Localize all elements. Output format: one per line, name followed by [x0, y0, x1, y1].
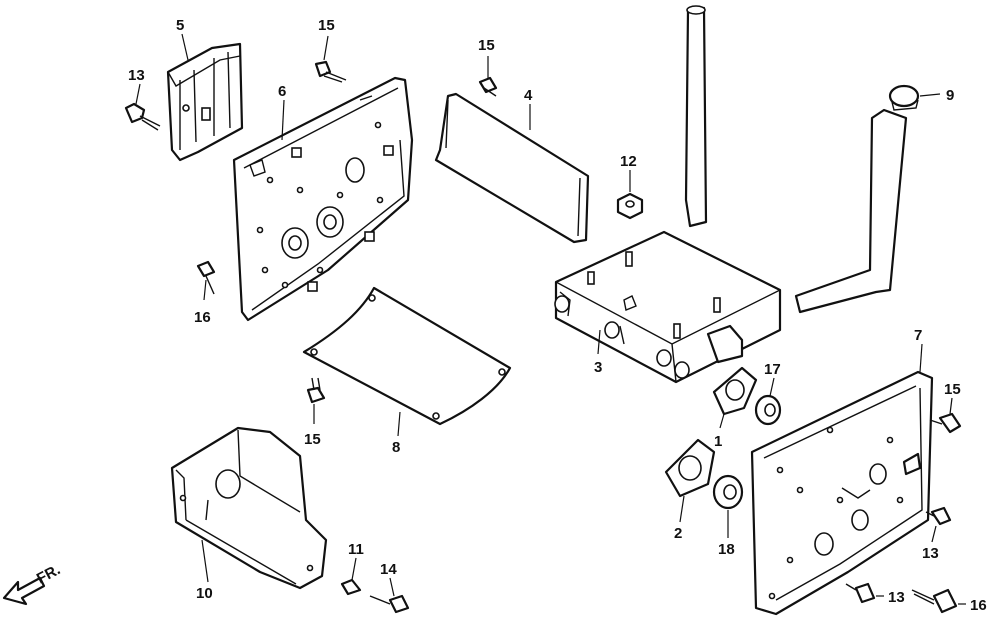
callout-13-c: 13	[888, 589, 905, 606]
part-3-handle-frame	[554, 5, 908, 384]
part-9-cap	[888, 84, 920, 111]
callout-4: 4	[524, 87, 533, 104]
bolt-15-c	[306, 377, 326, 404]
bolt-11	[340, 578, 362, 596]
plate-6-holes	[256, 121, 394, 292]
callout-9: 9	[946, 87, 954, 104]
part-7-right-plate	[750, 370, 934, 616]
part-17-bearing	[754, 394, 782, 426]
callout-2: 2	[674, 525, 682, 542]
part-1-flange	[712, 366, 758, 416]
bolt-16-a	[196, 260, 216, 295]
leader-lines	[135, 33, 966, 605]
bolt-15-b	[478, 76, 498, 97]
bolt-15-d	[929, 412, 962, 434]
callout-16-a: 16	[194, 309, 211, 326]
bolt-13-c	[845, 582, 876, 604]
callout-1: 1	[714, 433, 722, 450]
part-8-gasket	[302, 286, 512, 426]
callout-14: 14	[380, 561, 397, 578]
part-6-left-plate	[232, 76, 414, 322]
part-12-nut	[616, 192, 644, 220]
bolt-14	[369, 594, 410, 614]
bolt-13-a	[124, 102, 161, 131]
callout-17: 17	[764, 361, 781, 378]
callout-15-d: 15	[944, 381, 961, 398]
part-18-bearing	[712, 474, 744, 510]
callout-5: 5	[176, 17, 184, 34]
callout-13-a: 13	[128, 67, 145, 84]
callout-16-b: 16	[970, 597, 987, 614]
callout-18: 18	[718, 541, 735, 558]
callout-8: 8	[392, 439, 400, 456]
callout-numbers: 5 13 15 6 15 4 12 9 16 3 7 17 15 15 8 1 …	[128, 17, 987, 614]
callout-10: 10	[196, 585, 213, 602]
bolt-15-a	[314, 60, 347, 83]
callout-7: 7	[914, 327, 922, 344]
callout-6: 6	[278, 83, 286, 100]
part-10-cover	[170, 426, 328, 590]
front-arrow-icon	[2, 576, 46, 606]
fasteners	[124, 60, 962, 614]
part-4-flat-plate	[434, 92, 590, 244]
callout-13-b: 13	[922, 545, 939, 562]
callout-15-c: 15	[304, 431, 321, 448]
bolt-16-b	[911, 588, 958, 614]
callout-3: 3	[594, 359, 602, 376]
callout-15-a: 15	[318, 17, 335, 34]
part-2-flange	[664, 438, 716, 498]
callout-15-b: 15	[478, 37, 495, 54]
bolt-13-b	[925, 506, 952, 526]
part-5-bracket	[166, 42, 244, 162]
callout-11: 11	[348, 541, 364, 558]
callout-12: 12	[620, 153, 637, 170]
front-direction-indicator: FR.	[2, 561, 63, 606]
